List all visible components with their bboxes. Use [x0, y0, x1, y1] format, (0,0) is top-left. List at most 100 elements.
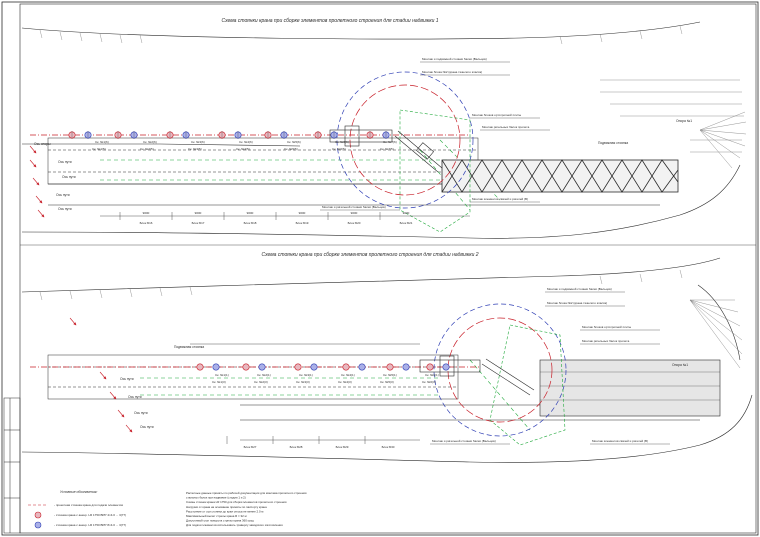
top-side-label: Ось пути: [56, 193, 70, 197]
crane-label: Ск. №6(6): [335, 140, 349, 144]
support-label: Ск. №6(5): [332, 147, 346, 151]
bottom-right-label: Подвижная стоянка: [174, 345, 204, 349]
crane-label: Ск. №1(6): [95, 140, 109, 144]
crane-position: [212, 363, 220, 371]
bottom-crane-radius-red: [447, 317, 553, 423]
crane-label: Ск. №7(6): [383, 140, 397, 144]
top-side-label: Ось пути: [58, 160, 72, 164]
top-note: Монтаж и подвижной стоянки балки (Вальцо…: [422, 57, 487, 61]
top-note: Монтаж блока №2 (крана тяжелого класса): [422, 70, 482, 74]
bottom-crane-radius-blue: [433, 303, 567, 437]
left-stamp: [3, 397, 21, 534]
crane-position: [358, 363, 366, 371]
bottom-bridge-deck: [539, 359, 721, 417]
top-side-label: Ось пути: [62, 175, 76, 179]
crane-label: Ск. №3(6): [191, 140, 205, 144]
block-label: Блок Б19: [296, 221, 309, 225]
note-line: Допустимый угол поворота стрелы крана 36…: [186, 519, 254, 523]
support-label: Ск. №7(5): [380, 147, 394, 151]
block-label: Блок Б20: [348, 221, 361, 225]
crane-label: Ск. №1(1): [215, 373, 229, 377]
block-label: Блок Б30: [382, 445, 395, 449]
top-note: Монтаж и ригельной стоянки балки (Вальцо…: [322, 205, 386, 209]
block-label: Блок Б18: [244, 221, 257, 225]
crane-label: Ск. №4(1): [341, 373, 355, 377]
support-label: Ск. №5(3): [380, 380, 394, 384]
bottom-green-tracks: [140, 359, 531, 431]
note-line: Схемы стоянок крана LR 1750 для сборки э…: [186, 500, 287, 504]
bottom-crane-body: [419, 355, 535, 396]
top-embankment-outline: [21, 21, 741, 239]
bottom-note: Монтаж блока №2 (крана тяжелого класса): [547, 301, 607, 305]
block-label: Блок Б28: [290, 445, 303, 449]
top-side-label: Ось пути: [58, 207, 72, 211]
crane-position: [258, 363, 266, 371]
crane-label: Ск. №5(1): [383, 373, 397, 377]
bottom-support-arrows: [69, 317, 133, 433]
block-label: Блок Б29: [336, 445, 349, 449]
support-label: Ск. №3(5): [188, 147, 202, 151]
dimension-value: 9000: [351, 211, 358, 215]
dimension-value: 9000: [247, 211, 254, 215]
support-label: Ск. №2(5): [140, 147, 154, 151]
top-bridge-truss: [441, 159, 679, 193]
bottom-note: Монтаж и ригельной стоянки балки (Вальцо…: [432, 439, 496, 443]
crane-position: [242, 363, 250, 371]
block-label: Блок Б21: [400, 221, 413, 225]
bottom-note: Монтаж и подвижной стоянки балки (Вальцо…: [547, 287, 612, 291]
dimension-value: 9000: [403, 211, 410, 215]
crane-position: [402, 363, 410, 371]
bottom-note: Монтаж ригельных балок пролета: [582, 339, 630, 343]
top-support-arrows: [29, 145, 45, 218]
top-crane-body: [329, 125, 443, 173]
support-label: Ск. №4(5): [236, 147, 250, 151]
bottom-crane-positions: [196, 363, 450, 371]
legend-item: - стоянка крана с анкер. LR 1750 ВРР 4×4…: [54, 513, 126, 517]
support-label: Ск. №6(3): [422, 380, 436, 384]
support-label: Ск. №2(3): [254, 380, 268, 384]
top-note: Монтаж ригельных балок пролета: [482, 125, 530, 129]
sheet-inner-frame: [19, 3, 757, 534]
bottom-dimension-line: [190, 343, 420, 441]
top-right-label: Подвижная стоянка: [598, 141, 628, 145]
support-label: Ск. №1(5): [92, 147, 106, 151]
bottom-callout-leaders: [430, 291, 670, 445]
bottom-note: Монтаж элементов связей и ригелей (В): [592, 439, 648, 443]
crane-position: [294, 363, 302, 371]
crane-position: [442, 363, 450, 371]
crane-label: Ск. №6(1): [425, 373, 439, 377]
top-crane-labels: Ск. №1(6)Ск. №2(6)Ск. №3(6)Ск. №4(6)Ск. …: [92, 140, 397, 151]
note-line: Для подачи элементов использовать травер…: [186, 523, 283, 527]
crane-label: Ск. №2(1): [257, 373, 271, 377]
dimension-value: 9000: [143, 211, 150, 215]
note-line: Расчетные данные приняты по рабочей доку…: [186, 491, 307, 495]
crane-label: Ск. №2(6): [143, 140, 157, 144]
bottom-side-label: Ось пути: [134, 411, 148, 415]
bottom-side-label: Ось пути: [120, 377, 134, 381]
note-line: Нагрузки от крана на основание приняты п…: [186, 505, 267, 509]
top-crane-positions: [68, 131, 390, 139]
bottom-side-label: Ось пути: [128, 395, 142, 399]
bottom-diagram-title: Схема стоянки крана при сборке элементов…: [261, 252, 478, 258]
general-notes: Расчетные данные приняты по рабочей доку…: [186, 491, 307, 527]
bottom-crane-working-zone: [489, 324, 566, 446]
top-note: Монтаж элементов связей и ригелей (В): [472, 197, 528, 201]
crane-position: [342, 363, 350, 371]
dimension-value: 9000: [195, 211, 202, 215]
crane-position: [310, 363, 318, 371]
crane-label: Ск. №3(1): [299, 373, 313, 377]
top-right-label: Опора №1: [676, 119, 692, 123]
support-label: Ск. №4(3): [338, 380, 352, 384]
top-slope-hatching: [39, 25, 744, 153]
note-line: Максимальный вылет стрелы крана R = 32 м: [186, 514, 247, 518]
top-crane-radius-red: [349, 84, 461, 196]
top-cone-hatching: [699, 111, 747, 169]
legend-swatch-red-crane: [34, 511, 42, 519]
block-label: Блок Б17: [192, 221, 205, 225]
support-label: Ск. №1(3): [212, 380, 226, 384]
dimension-value: 9000: [299, 211, 306, 215]
